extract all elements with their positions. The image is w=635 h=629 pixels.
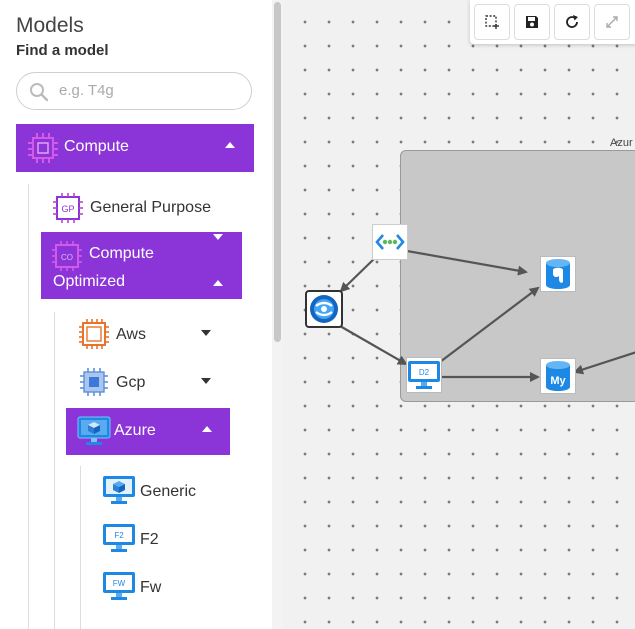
save-icon [526,16,538,28]
tree-guide-line [80,466,81,629]
edge-line[interactable] [573,350,635,375]
scrollbar-thumb[interactable] [274,2,281,342]
azure-service-node[interactable] [305,290,343,328]
tree-item-label: F2 [140,531,159,548]
tree-item-generic[interactable]: Generic [102,474,252,508]
azure-service-icon [310,295,338,323]
tree-item-fw[interactable]: FW Fw [102,570,252,604]
tree-item-compute-optimized[interactable]: CO Compute Optimized [41,232,242,299]
cpu-chip-icon [28,133,58,163]
tree-item-gcp[interactable]: Gcp [78,366,228,398]
svg-text:GP: GP [61,204,74,214]
tree-guide-line [54,312,55,629]
tree-item-label: Aws [116,326,146,343]
svg-text:F2: F2 [114,531,124,540]
mysql-node[interactable]: My [540,358,576,394]
tree-item-aws[interactable]: Aws [78,318,228,350]
azure-vm-icon [77,416,111,445]
select-area-button[interactable] [474,4,510,40]
sidebar-scrollbar[interactable] [272,0,283,629]
diagram-edges [339,246,635,382]
tree-item-label: Generic [140,483,197,500]
edge-line[interactable] [339,325,408,365]
chevron-down-icon[interactable] [201,378,211,384]
chevron-down-icon [213,234,223,240]
compute-optimized-chip-icon: CO [52,241,82,271]
edge-line[interactable] [439,286,540,363]
find-model-label: Find a model [16,42,109,59]
svg-text:FW: FW [113,579,126,588]
expand-icon [606,16,618,28]
azure-vm-icon [103,476,135,504]
search-icon [30,83,49,102]
azure-vm-icon: FW [103,572,135,600]
network-peering-icon [375,234,405,250]
tree-item-general-purpose[interactable]: GP General Purpose [52,192,252,224]
azure-vm-icon: F2 [103,524,135,552]
tree-item-label: Fw [140,579,162,596]
tree-guide-line [28,184,29,629]
search-box[interactable] [16,72,252,110]
edge-line[interactable] [389,246,528,276]
refresh-button[interactable] [554,4,590,40]
general-purpose-chip-icon: GP [53,193,83,223]
fullscreen-button[interactable] [594,4,630,40]
select-area-icon [485,15,499,29]
tree-item-f2[interactable]: F2 F2 [102,522,252,556]
chevron-up-icon[interactable] [202,426,212,432]
tree-item-azure[interactable]: Azure [66,408,230,455]
tree-item-label-line2: Optimized [53,273,126,290]
aws-chip-icon [79,319,109,349]
edge-line[interactable] [339,255,378,293]
tree-item-label: Gcp [116,374,146,391]
sidebar-title: Models [16,14,84,37]
canvas-toolbar [470,0,635,44]
chevron-up-icon[interactable] [225,142,235,148]
tree-item-label: Azure [114,422,156,439]
gcp-chip-icon [80,368,108,396]
save-button[interactable] [514,4,550,40]
svg-text:D2: D2 [419,368,430,377]
mysql-database-icon: My [546,361,570,391]
tree-item-label-line1: Compute [89,245,154,262]
group-label: Azur [610,137,633,149]
tree-item-label: Compute [64,138,129,155]
search-input[interactable] [57,81,241,100]
vnet-node[interactable] [372,224,408,260]
tree-item-label: General Purpose [90,199,211,216]
postgresql-database-icon [546,259,570,289]
chevron-down-icon[interactable] [201,330,211,336]
svg-text:CO: CO [61,253,73,262]
svg-text:My: My [550,375,566,387]
refresh-icon [566,15,578,28]
azure-vm-icon: D2 [408,361,440,389]
vm-d2-node[interactable]: D2 [406,357,442,393]
chevron-up-icon[interactable] [213,280,223,286]
postgresql-node[interactable] [540,256,576,292]
tree-item-compute[interactable]: Compute [16,124,254,172]
models-sidebar: Models Find a model Compute [0,0,283,629]
